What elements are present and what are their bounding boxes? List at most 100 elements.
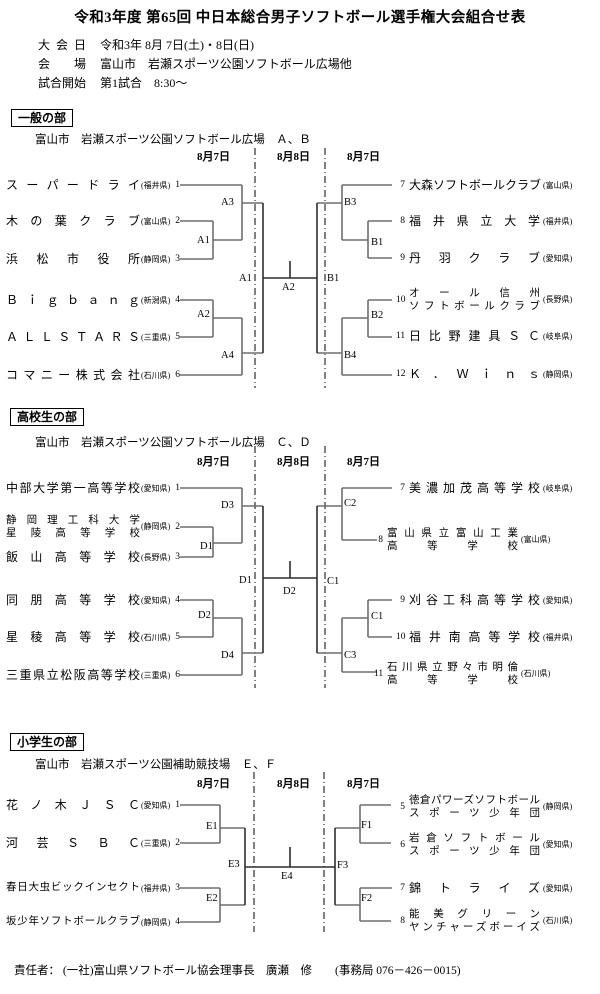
team-name: 中部大学第一高等学校 [6, 481, 140, 495]
seed-number: 3 [175, 254, 180, 264]
match-label: E1 [206, 821, 218, 832]
team-entry: スーパードライ(福井県)1 [6, 177, 180, 193]
match-label: D2 [198, 610, 211, 621]
date-header: 8月7日 [347, 456, 380, 468]
prefecture-label: (新潟県) [141, 295, 171, 305]
team-entry: 星稜高等学校(石川県)5 [6, 629, 180, 645]
prefecture-label: (愛知県) [543, 840, 573, 849]
prefecture-label: (三重県) [141, 838, 171, 848]
seed-number: 7 [400, 180, 405, 190]
match-label: A2 [282, 282, 295, 293]
team-entry: 中部大学第一高等学校(愛知県)1 [6, 480, 180, 496]
team-name: 富山県立富山工業 [387, 527, 518, 539]
team-name: 日比野建具ＳＣ [409, 329, 540, 343]
seed-number: 10 [396, 294, 406, 305]
venue-line: 富山市 岩瀬スポーツ公園ソフトボール広場 Ｃ、Ｄ [35, 437, 311, 449]
bracket-lines-finals [244, 203, 336, 905]
team-name: 三重県立松阪高等学校 [6, 668, 140, 682]
prefecture-label: (愛知県) [141, 800, 171, 810]
prefecture-label: (石川県) [141, 632, 171, 642]
team-name: 錦トライズ [409, 881, 540, 895]
info-row: 会場 富山市 岩瀬スポーツ公園ソフトボール広場他 [38, 55, 352, 71]
match-label: B2 [371, 310, 384, 321]
seed-number: 10 [396, 632, 406, 642]
seed-number: 9 [400, 253, 405, 263]
bracket-lines-round1 [180, 184, 392, 923]
team-entry: Ｂｉｇｂａｎｇ(新潟県)4 [6, 292, 180, 308]
seed-number: 5 [175, 332, 180, 342]
seed-number: 11 [374, 668, 384, 679]
date-header: 8月8日 [277, 456, 310, 468]
date-header: 8月8日 [277, 151, 310, 163]
match-label: B3 [344, 197, 357, 208]
match-label: A1 [197, 235, 210, 246]
team-entry: 三重県立松阪高等学校(三重県)6 [6, 667, 180, 683]
prefecture-label: (静岡県) [543, 802, 573, 811]
team-entry: 浜松市役所(静岡県)3 [6, 251, 180, 267]
match-label: D2 [283, 586, 296, 597]
prefecture-label: (愛知県) [543, 595, 573, 605]
match-label: C2 [344, 498, 357, 509]
team-entry: 坂少年ソフトボールクラブ(静岡県)4 [6, 914, 180, 930]
seed-number: 2 [175, 216, 180, 226]
prefecture-label: (長野県) [141, 552, 171, 562]
seed-number: 1 [175, 180, 180, 190]
match-label: E3 [228, 859, 240, 870]
team-name-line2: 高等学校 [387, 674, 518, 686]
team-name-line2: 高等学校 [387, 540, 518, 552]
team-name: Ｋ．Ｗｉｎｓ [409, 367, 540, 381]
match-label: D4 [221, 650, 234, 661]
team-name: 花ノ木ＪＳＣ [6, 798, 140, 812]
team-name-line2: ソフトボールクラブ [409, 300, 540, 312]
prefecture-label: (静岡県) [543, 369, 573, 379]
seed-number: 7 [400, 883, 405, 893]
match-label: A4 [221, 350, 234, 361]
match-label: A2 [197, 309, 210, 320]
team-entry: ＡＬＬＳＴＡＲＳ(三重県)5 [6, 329, 180, 345]
seed-number: 2 [175, 838, 180, 848]
team-name: Ｂｉｇｂａｎｇ [6, 293, 140, 307]
match-label: F2 [361, 893, 373, 904]
match-label: C1 [371, 611, 384, 622]
info-row: 試合開始 第1試合 8:30～ [38, 74, 187, 90]
seed-number: 6 [400, 839, 405, 850]
seed-number: 3 [175, 552, 180, 562]
team-name: 刈谷工科高等学校 [409, 593, 540, 607]
prefecture-label: (石川県) [543, 916, 573, 925]
prefecture-label: (石川県) [521, 669, 551, 678]
date-header: 8月7日 [347, 151, 380, 163]
prefecture-label: (愛知県) [141, 595, 171, 605]
team-name: 大森ソフトボールクラブ [409, 178, 542, 192]
team-name: ＡＬＬＳＴＡＲＳ [6, 330, 140, 344]
match-label: E2 [206, 893, 218, 904]
prefecture-label: (石川県) [141, 370, 171, 380]
info-row: 大会日 令和3年 8月 7日(土)・8日(日) [38, 36, 254, 52]
team-name: 河芸ＳＢＣ [6, 836, 140, 850]
division-label-elementary: 小学生の部 [10, 733, 85, 751]
seed-number: 7 [400, 483, 405, 493]
team-name: 能美グリーン [409, 908, 540, 920]
prefecture-label: (富山県) [543, 180, 573, 190]
team-name: 徳倉パワーズソフトボール [409, 794, 540, 806]
team-name: 春日大虫ビックインセクト [6, 882, 140, 893]
seed-number: 6 [175, 370, 180, 380]
info-row-value: 富山市 岩瀬スポーツ公園ソフトボール広場他 [100, 56, 352, 71]
match-label: E4 [281, 871, 293, 882]
seed-number: 6 [175, 670, 180, 680]
prefecture-label: (静岡県) [141, 917, 171, 927]
prefecture-label: (福井県) [543, 216, 573, 226]
team-entry: 花ノ木ＪＳＣ(愛知県)1 [6, 797, 180, 813]
team-name: 福井県立大学 [409, 214, 540, 228]
seed-number: 11 [396, 331, 406, 341]
team-entry: 春日大虫ビックインセクト(福井県)3 [6, 880, 180, 896]
team-entry: 同朋高等学校(愛知県)4 [6, 592, 180, 608]
team-name: 福井南高等学校 [409, 630, 540, 644]
